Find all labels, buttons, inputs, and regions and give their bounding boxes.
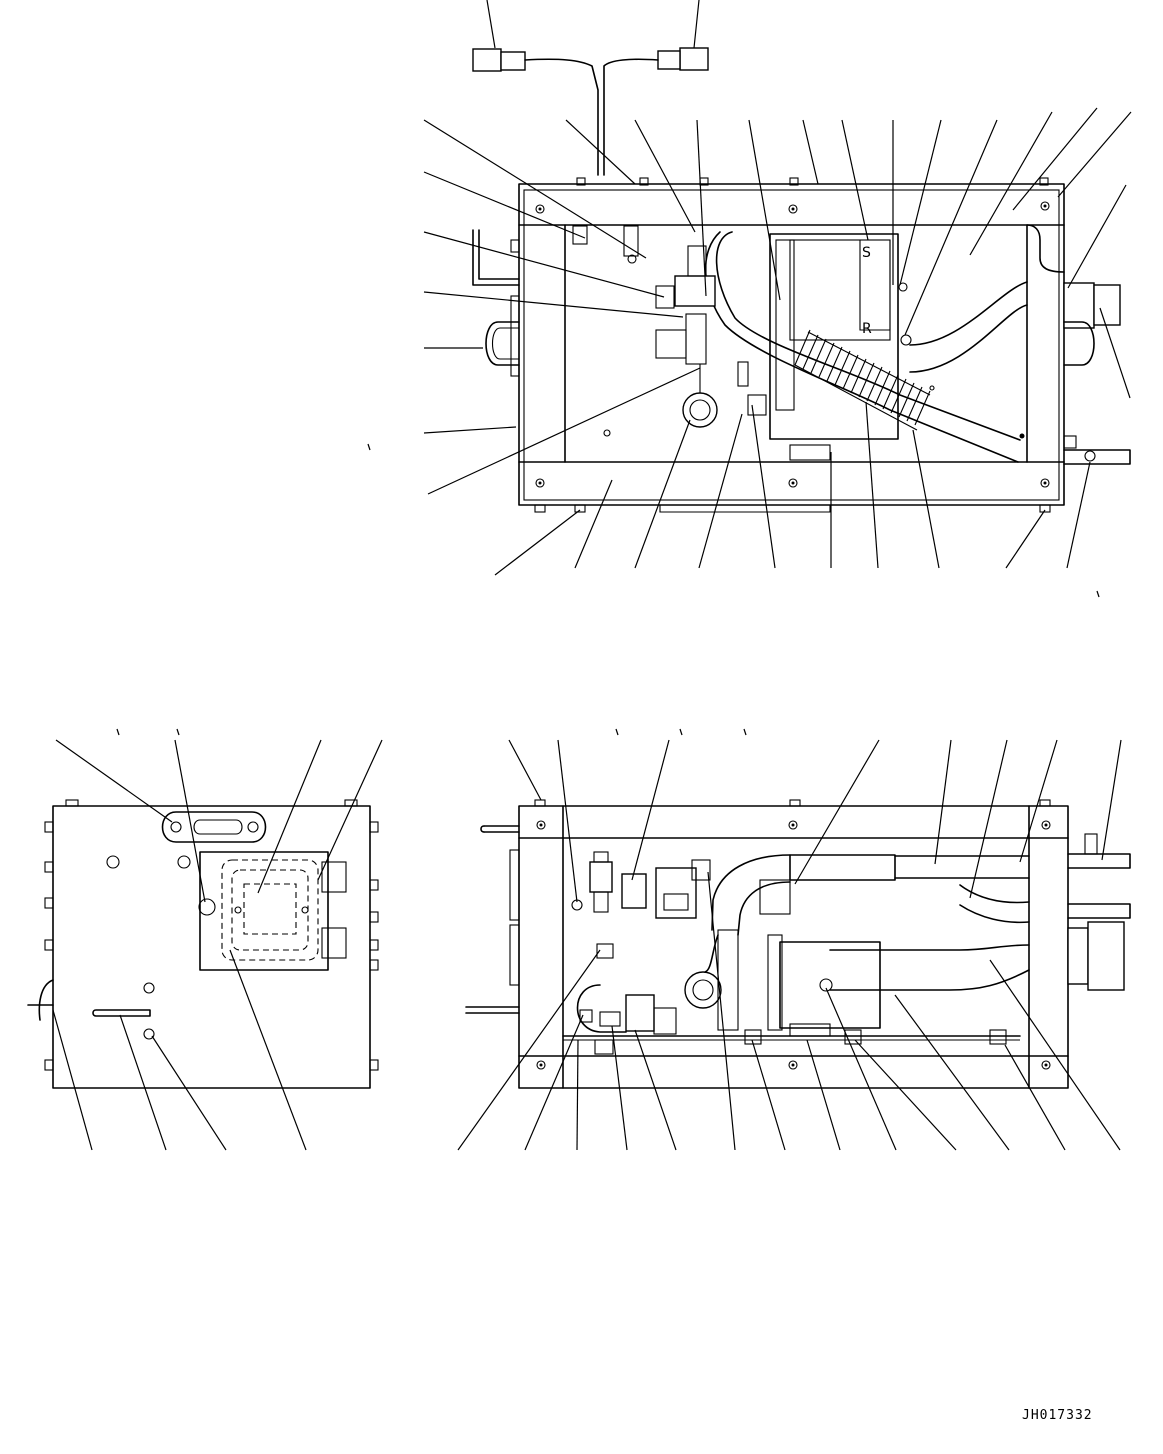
side-view (27, 728, 383, 1151)
top-leader-lines (367, 0, 1132, 598)
corrugated-sleeve (794, 329, 931, 431)
svg-text:S: S (862, 245, 871, 261)
top-housing (472, 177, 1131, 513)
svg-text:R: R (862, 321, 872, 337)
wire-harness (472, 47, 709, 176)
front-view (457, 728, 1131, 1151)
top-view: S R (367, 0, 1132, 598)
top-internal-components: S R (572, 225, 1028, 463)
drawing-code: JH017332 (1022, 1408, 1093, 1423)
